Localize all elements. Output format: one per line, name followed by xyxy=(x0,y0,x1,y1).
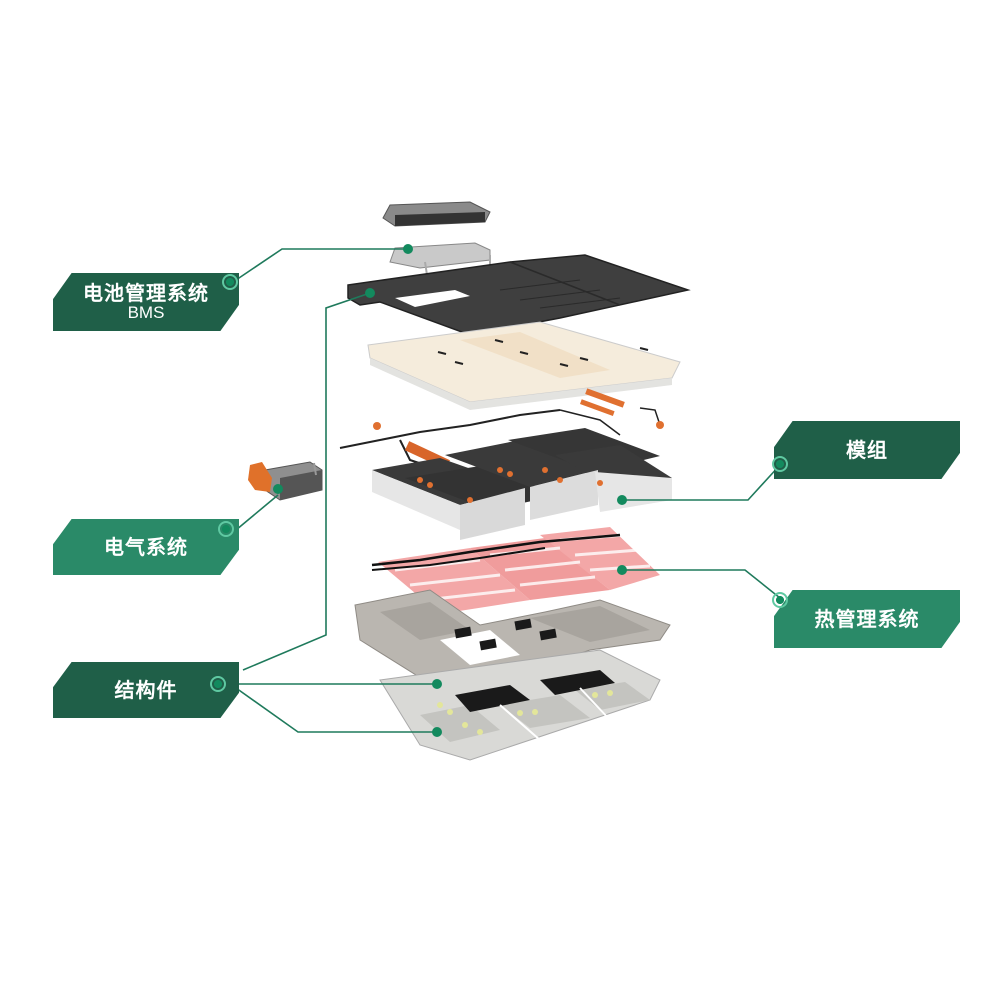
structure-node-icon xyxy=(210,676,226,692)
connector-lines xyxy=(235,248,781,733)
thermal-node-icon xyxy=(772,592,788,608)
module-node-icon xyxy=(772,456,788,472)
wiring-harness xyxy=(339,388,664,471)
electrical-node-icon xyxy=(218,521,234,537)
label-electrical-zh: 电气系统 xyxy=(104,535,188,559)
label-module: 模组 xyxy=(774,421,960,479)
label-thermal-zh: 热管理系统 xyxy=(814,607,920,631)
label-thermal: 热管理系统 xyxy=(774,590,960,648)
battery-modules xyxy=(372,428,672,540)
label-electrical: 电气系统 xyxy=(53,519,239,575)
cooling-plates xyxy=(371,527,660,614)
tray-frame xyxy=(354,589,671,691)
label-module-zh: 模组 xyxy=(846,438,888,462)
bms-enclosure xyxy=(382,201,491,227)
label-bms-zh: 电池管理系统 xyxy=(83,281,209,305)
label-bms-en: BMS xyxy=(127,303,165,322)
connector-anchor-dots xyxy=(273,244,627,737)
bms-node-icon xyxy=(222,274,238,290)
bms-board xyxy=(389,242,491,276)
upper-cover xyxy=(347,254,691,336)
insulation-sheet xyxy=(367,321,681,410)
bottom-plate xyxy=(379,649,661,761)
electrical-box xyxy=(248,461,323,501)
label-structure-zh: 结构件 xyxy=(114,678,178,702)
label-structure: 结构件 xyxy=(53,662,239,718)
label-bms: 电池管理系统 BMS xyxy=(53,273,239,331)
